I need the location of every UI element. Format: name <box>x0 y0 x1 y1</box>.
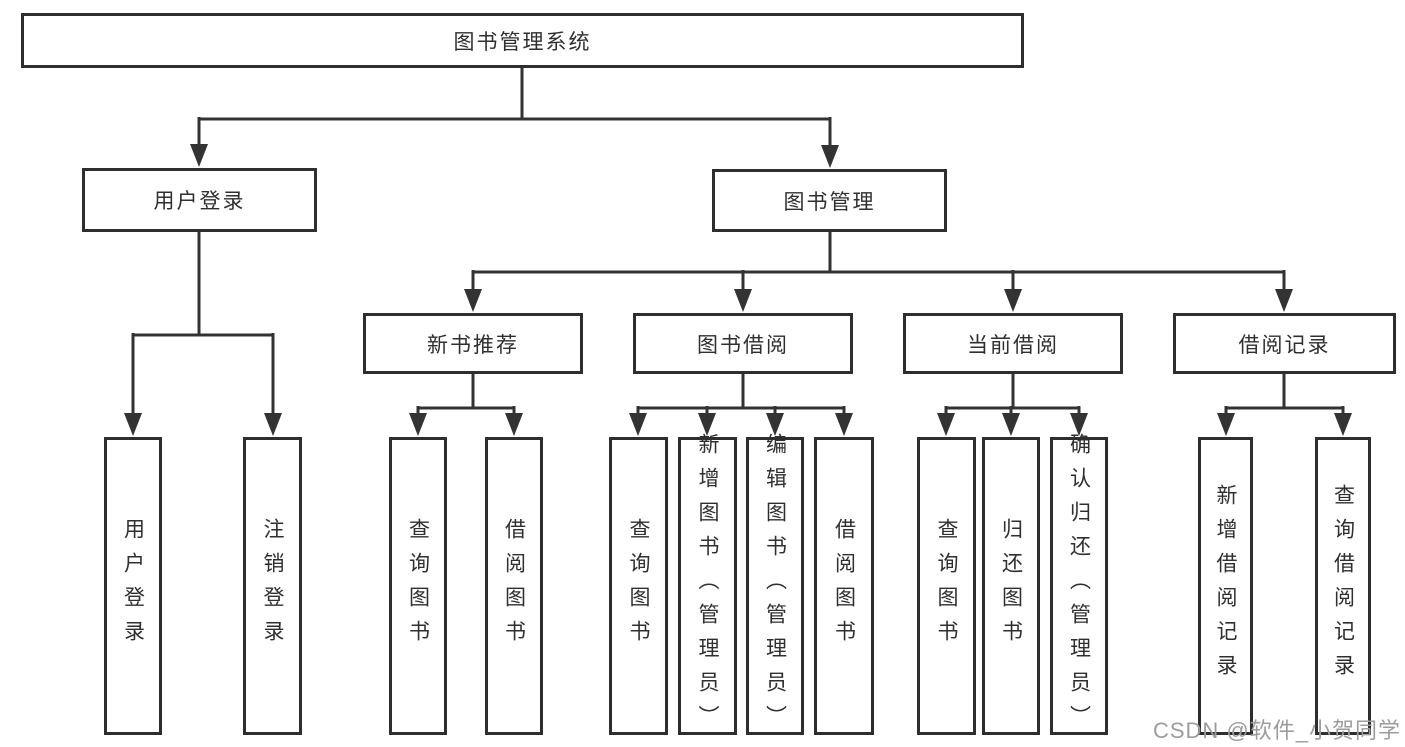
node-book-borrow: 图书借阅 <box>633 313 853 374</box>
node-label: 确认归还（管理员） <box>1067 433 1091 739</box>
node-label: 归还图书 <box>999 518 1023 654</box>
arrow-down-icon <box>190 144 208 167</box>
connector-user-login <box>131 232 275 414</box>
node-label: 图书管理系统 <box>453 30 592 54</box>
leaf-logout: 注销登录 <box>243 437 302 735</box>
arrow-down-icon <box>1004 289 1022 312</box>
node-label: 用户登录 <box>121 518 145 654</box>
node-label: 新增借阅记录 <box>1214 484 1237 688</box>
node-label: 借阅记录 <box>1238 333 1331 357</box>
leaf-user-login: 用户登录 <box>104 437 162 735</box>
node-label: 注销登录 <box>261 518 284 654</box>
node-new-book-recommend: 新书推荐 <box>363 313 583 374</box>
arrow-down-icon <box>1334 413 1352 436</box>
connector-new-book-recommend <box>416 374 516 415</box>
arrow-down-icon <box>821 145 839 168</box>
connector-borrow-records <box>1224 374 1345 415</box>
node-label: 借阅图书 <box>502 518 526 654</box>
arrow-down-icon <box>1002 413 1020 436</box>
leaf-add-borrow-record: 新增借阅记录 <box>1198 437 1253 735</box>
node-label: 新书推荐 <box>427 333 519 357</box>
node-label: 查询图书 <box>935 518 958 654</box>
node-borrow-records: 借阅记录 <box>1173 313 1396 374</box>
leaf-borrow-query-book: 查询图书 <box>609 437 668 735</box>
leaf-query-borrow-record: 查询借阅记录 <box>1315 437 1371 735</box>
leaf-confirm-return-admin: 确认归还（管理员） <box>1050 433 1108 739</box>
node-user-login: 用户登录 <box>82 168 317 232</box>
leaf-recommend-borrow-book: 借阅图书 <box>485 437 543 735</box>
arrow-down-icon <box>766 413 784 436</box>
arrow-down-icon <box>629 413 647 436</box>
node-label: 编辑图书（管理员） <box>763 433 787 739</box>
node-label: 查询图书 <box>406 518 430 654</box>
arrow-down-icon <box>734 289 752 312</box>
node-label: 用户登录 <box>153 190 246 213</box>
arrow-down-icon <box>835 413 853 436</box>
leaf-add-book-admin: 新增图书（管理员） <box>678 433 737 739</box>
connector-root <box>197 68 832 147</box>
connector-current-borrow <box>944 374 1081 415</box>
leaf-edit-book-admin: 编辑图书（管理员） <box>746 433 804 739</box>
arrow-down-icon <box>264 413 282 436</box>
arrow-down-icon <box>464 289 482 312</box>
node-label: 借阅图书 <box>832 518 856 654</box>
node-label: 查询图书 <box>627 518 650 654</box>
leaf-return-book: 归还图书 <box>982 437 1040 735</box>
connector-book-borrow <box>636 374 846 415</box>
node-current-borrow: 当前借阅 <box>903 313 1123 374</box>
node-label: 新增图书（管理员） <box>696 433 719 739</box>
arrow-down-icon <box>505 413 523 436</box>
node-label: 图书借阅 <box>697 333 789 357</box>
arrow-down-icon <box>1217 413 1235 436</box>
node-label: 当前借阅 <box>967 333 1059 357</box>
arrow-down-icon <box>124 413 142 436</box>
node-label: 图书管理 <box>783 190 876 214</box>
connector-book-management <box>471 232 1286 291</box>
watermark: CSDN @软件_小贺同学 <box>1152 718 1401 743</box>
arrow-down-icon <box>1070 413 1088 436</box>
arrowheads-group <box>124 144 1352 436</box>
node-book-management: 图书管理 <box>712 169 947 232</box>
leaf-borrow-book: 借阅图书 <box>814 437 874 735</box>
node-library-system: 图书管理系统 <box>21 13 1024 68</box>
leaf-recommend-query-book: 查询图书 <box>389 437 447 735</box>
arrow-down-icon <box>937 413 955 436</box>
arrow-down-icon <box>1275 289 1293 312</box>
arrow-down-icon <box>409 413 427 436</box>
node-label: 查询借阅记录 <box>1331 484 1355 688</box>
arrow-down-icon <box>698 413 716 436</box>
leaf-current-query-book: 查询图书 <box>917 437 976 735</box>
